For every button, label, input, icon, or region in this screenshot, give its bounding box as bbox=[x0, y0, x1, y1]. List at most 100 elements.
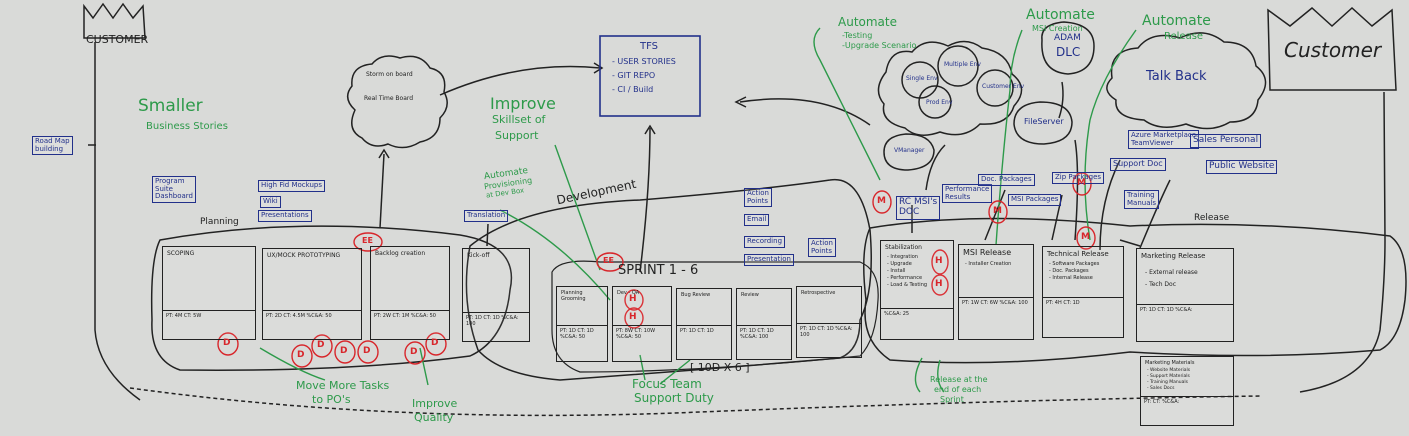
development-loop bbox=[465, 178, 872, 381]
red-mark-ee-sprint: EE bbox=[603, 256, 614, 265]
right-customer-label: Customer bbox=[1284, 38, 1382, 62]
red-mark-h-2: H bbox=[935, 279, 943, 289]
review-metrics: PT: 1D CT: 1D %C&A: 100 bbox=[737, 325, 791, 359]
focus-team-note-1: Focus Team bbox=[632, 377, 702, 391]
improve-quality-note-2: Quality bbox=[414, 411, 454, 424]
automate-msi-title: Automate bbox=[1026, 7, 1095, 23]
wiki-sticky: Wiki bbox=[260, 196, 281, 208]
stabilization-line-5: - Load & Testing bbox=[887, 282, 928, 288]
move-more-note-2: to PO's bbox=[312, 393, 351, 406]
action-points-sticky: Action Points bbox=[744, 188, 772, 208]
msi-release-title: MSI Release bbox=[963, 248, 1012, 257]
msi-release-line-1: - Installer Creation bbox=[965, 261, 1012, 267]
marketing-materials-line-1: - Website Materials bbox=[1147, 368, 1191, 373]
backlog-creation-metrics: PT: 2W CT: 1M %C&A: 50 bbox=[371, 309, 449, 339]
dev-qa-box: Dev - QA PT: 8W CT: 10W %C&A: 50 bbox=[612, 286, 672, 362]
sprint-loop bbox=[551, 260, 879, 373]
left-crown-icon bbox=[83, 2, 146, 39]
marketing-materials-metrics: PT: CT: %C&A: bbox=[1141, 396, 1233, 425]
red-mark-m-4: M bbox=[1081, 232, 1090, 242]
action-points-line-2: Points bbox=[747, 196, 769, 205]
release-end-note-3: Sprint bbox=[940, 395, 964, 404]
public-website-sticky: Public Website bbox=[1206, 160, 1278, 174]
env-single-label: Single Env bbox=[906, 75, 938, 82]
adam-label-2: DLC bbox=[1056, 45, 1081, 59]
adam-label-1: ADAM bbox=[1054, 33, 1081, 43]
marketing-materials-title: Marketing Materials bbox=[1145, 360, 1195, 366]
release-phase-label: Release bbox=[1194, 213, 1230, 223]
action-points-2-sticky: Action Points bbox=[808, 238, 836, 258]
tfs-item-ci-build: - CI / Build bbox=[612, 85, 654, 94]
vmanager-oval bbox=[883, 133, 935, 171]
perf-results-line-2: Results bbox=[945, 192, 971, 201]
fileserver-oval bbox=[1013, 101, 1073, 145]
env-cloud bbox=[877, 40, 1023, 136]
talk-back-label: Talk Back bbox=[1146, 69, 1207, 84]
marketing-materials-line-2: - Support Materials bbox=[1147, 374, 1190, 379]
perf-results-sticky: Performance Results bbox=[942, 184, 993, 204]
improve-quality-note-1: Improve bbox=[412, 397, 458, 410]
env-prod-label: Prod Env bbox=[926, 99, 953, 106]
scoping-box: SCOPING PT: 4M CT: 5W bbox=[162, 246, 256, 340]
storm-cloud bbox=[346, 55, 448, 149]
program-suite-line-2: Suite bbox=[155, 184, 173, 193]
improve-note: Improve bbox=[490, 94, 556, 113]
support-doc-sticky: Support Doc bbox=[1110, 158, 1166, 171]
msi-release-box: MSI Release - Installer Creation PT: 1W … bbox=[958, 244, 1034, 340]
program-suite-line-3: Dashboard bbox=[155, 192, 193, 201]
automate-release-title: Automate bbox=[1142, 13, 1211, 29]
technical-release-metrics: PT: 4H CT: 1D bbox=[1043, 296, 1123, 338]
stabilization-box: Stabilization - Integration - Upgrade - … bbox=[880, 240, 954, 340]
env-multiple-label: Multiple Env bbox=[944, 61, 981, 68]
high-fid-sticky: High Fid Mockups bbox=[258, 180, 325, 192]
backlog-creation-title: Backlog creation bbox=[375, 250, 426, 257]
marketing-materials-box: Marketing Materials - Website Materials … bbox=[1140, 356, 1234, 426]
automate-testing-2: -Upgrade Scenario bbox=[842, 41, 917, 50]
kick-off-title: Kick-off bbox=[467, 252, 490, 259]
review-box: Review PT: 1D CT: 1D %C&A: 100 bbox=[736, 288, 792, 360]
automate-msi-sub: MSI Creation bbox=[1032, 24, 1083, 33]
stabilization-line-4: - Performance bbox=[887, 275, 923, 281]
red-mark-d-3: D bbox=[317, 340, 325, 350]
scoping-title: SCOPING bbox=[167, 250, 195, 257]
msi-packages-sticky: MSI Packages bbox=[1008, 194, 1062, 206]
automate-release-sub: Release bbox=[1164, 31, 1204, 42]
stabilization-line-2: - Upgrade bbox=[887, 261, 912, 267]
stabilization-line-1: - Integration bbox=[887, 254, 918, 260]
translation-sticky: Translation bbox=[464, 210, 509, 222]
right-crown-icon bbox=[1267, 6, 1397, 91]
technical-release-title: Technical Release bbox=[1047, 250, 1109, 258]
red-mark-d-7: D bbox=[431, 338, 439, 348]
release-end-note-1: Release at the bbox=[930, 375, 988, 384]
technical-release-line-2: - Doc. Packages bbox=[1049, 268, 1089, 274]
recording-sticky: Recording bbox=[744, 236, 786, 248]
rc-msi-sticky: RC MSI's DOC bbox=[896, 196, 941, 220]
adam-oval bbox=[1041, 21, 1095, 75]
roadmap-sticky: Road Map building bbox=[32, 136, 73, 156]
stabilization-title: Stabilization bbox=[885, 244, 922, 251]
automate-testing-1: -Testing bbox=[842, 31, 873, 40]
action-points-2-line-1: Action bbox=[811, 239, 833, 247]
bug-review-metrics: PT: 1D CT: 1D bbox=[677, 325, 731, 359]
red-mark-d-5: D bbox=[363, 346, 371, 356]
storm-cloud-label-1: Storm on board bbox=[366, 71, 413, 78]
stabilization-line-3: - Install bbox=[887, 268, 906, 274]
focus-team-note-2: Support Duty bbox=[634, 391, 714, 405]
action-points-2-line-2: Points bbox=[811, 246, 833, 255]
skillset-note: Skillset of bbox=[492, 113, 546, 126]
support-note: Support bbox=[495, 129, 539, 142]
planning-phase-label: Planning bbox=[200, 217, 239, 227]
ux-mock-metrics: PT: 2D CT: 4.5M %C&A: 50 bbox=[263, 310, 361, 339]
release-loop bbox=[863, 217, 1407, 364]
backlog-creation-box: Backlog creation PT: 2W CT: 1M %C&A: 50 bbox=[370, 246, 450, 340]
planning-grooming-title: Planning Grooming bbox=[561, 290, 586, 302]
stabilization-metrics: %C&A: 25 bbox=[881, 307, 953, 339]
bug-review-title: Bug Review bbox=[681, 292, 711, 298]
azure-sticky: Azure Marketplace TeamViewer bbox=[1128, 130, 1200, 150]
red-mark-m-2: M bbox=[993, 206, 1002, 216]
storm-cloud-label-2: Real Time Board bbox=[364, 95, 414, 102]
msi-release-metrics: PT: 1W CT: 6W %C&A: 100 bbox=[959, 296, 1033, 339]
sprint-label: SPRINT 1 - 6 bbox=[618, 263, 699, 278]
